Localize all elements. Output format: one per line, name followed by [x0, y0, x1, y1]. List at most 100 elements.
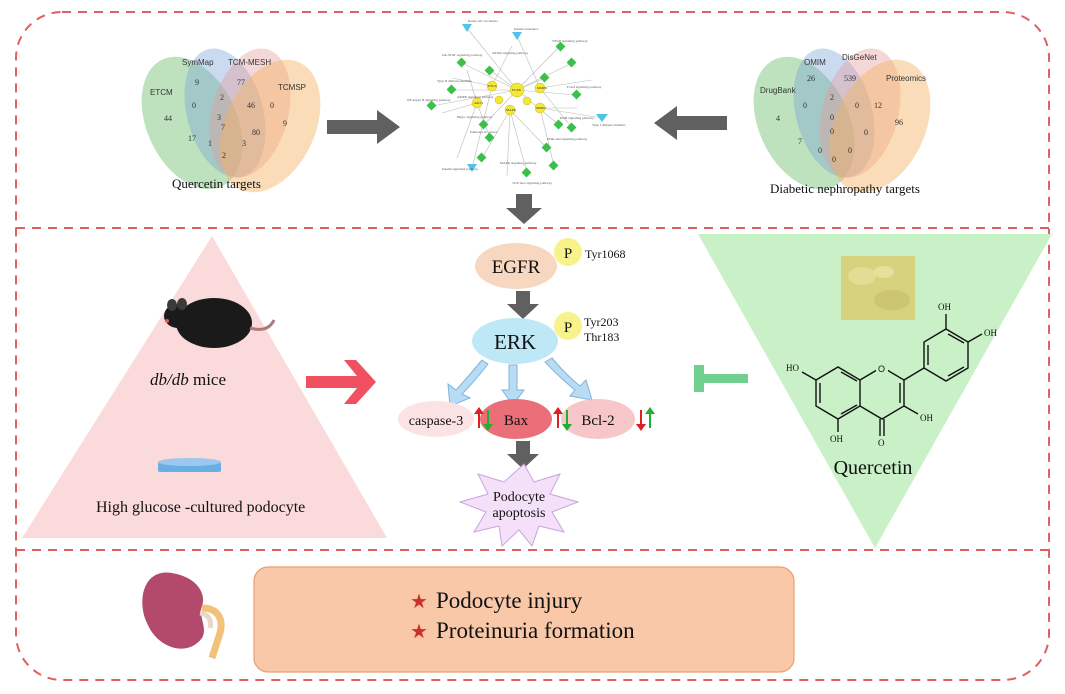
erk-phospho-label: P	[564, 320, 572, 336]
venn-count: 44	[164, 114, 172, 123]
venn-count: 0	[192, 101, 196, 110]
venn-count: 0	[848, 146, 852, 155]
venn-count: 77	[237, 78, 245, 87]
venn-set-label: DisGeNet	[842, 53, 877, 62]
dn-targets-caption: Diabetic nephropathy targets	[770, 181, 920, 196]
bax-node	[480, 399, 552, 439]
venn-set-label: ETCM	[150, 88, 173, 97]
graphical-abstract: ETCM SymMap TCM-MESH TCMSP 9 77 44 0 2 4…	[15, 11, 1052, 681]
ring-oxygen: O	[878, 364, 885, 374]
hub-node-label: AKT1	[474, 101, 483, 105]
erk-phospho-node	[554, 312, 582, 340]
apoptosis-label: Podocyte	[493, 490, 545, 505]
pathway-label: Renal cell carcinoma	[468, 19, 498, 23]
venn-set-label: DrugBank	[760, 86, 797, 95]
hub-node-label: MMP9	[537, 86, 547, 90]
caspase3-node	[398, 401, 474, 437]
egfr-label: EGFR	[492, 257, 541, 278]
podocyte-label: High glucose -cultured podocyte	[96, 499, 305, 516]
venn-set-label: SymMap	[182, 58, 214, 67]
quercetin-powder-image	[841, 256, 915, 320]
egfr-phospho-node	[554, 238, 582, 266]
pathway-label: NF-kappa B signaling pathway	[407, 98, 451, 102]
pathway-label: AMPK signaling pathway	[457, 95, 494, 99]
outcome-box	[253, 566, 795, 673]
venn-count: 7	[221, 123, 225, 132]
pathway-label: Type I diabetes mellitus	[592, 123, 626, 127]
change-arrows	[474, 407, 655, 431]
hydroxyl-label: OH	[938, 302, 951, 312]
venn-count: 46	[247, 101, 255, 110]
erk-node	[472, 318, 558, 364]
star-icon: ★	[410, 621, 428, 643]
venn-count: 539	[844, 74, 856, 83]
hub-node-label: MMP2	[536, 106, 546, 110]
dn-venn-diagram: DrugBank OMIM DisGeNet Proteomics 26 539…	[753, 48, 931, 196]
star-icon: ★	[410, 591, 428, 613]
quercetin-name-label: Quercetin	[834, 457, 913, 479]
venn-count: 96	[895, 118, 903, 127]
venn-count: 0	[270, 101, 274, 110]
outcome-injury: Podocyte injury	[436, 588, 583, 613]
venn-set-label: Proteomics	[886, 74, 926, 83]
venn-count: 7	[798, 137, 802, 146]
erk-label: ERK	[494, 330, 536, 354]
venn-count: 17	[188, 134, 196, 143]
mouse-image	[164, 298, 276, 348]
pathway-label: TGF-beta signaling pathway	[512, 181, 552, 185]
hydroxyl-label: HO	[786, 363, 799, 373]
hydroxyl-label: OH	[920, 413, 933, 423]
venn-count: 9	[195, 78, 199, 87]
outcome-proteinuria: Proteinuria formation	[436, 618, 635, 643]
pathway-label: Pathways in cancer	[470, 130, 498, 134]
venn-count: 9	[283, 119, 287, 128]
db-db-mice-label: db/db mice	[150, 370, 226, 389]
venn-count: 2	[220, 93, 224, 102]
erk-site-label: Thr183	[584, 330, 619, 344]
arrow-from-dn-venn	[654, 106, 727, 140]
pathway-label: ErbB signaling pathway	[560, 116, 594, 120]
bcl2-label: Bcl-2	[581, 413, 614, 429]
caspase3-label: caspase-3	[409, 414, 463, 429]
venn-count: 0	[830, 127, 834, 136]
model-triangle	[22, 236, 387, 538]
outer-dashed-border	[15, 11, 1050, 681]
pathway-label: Jak-STAT signaling pathway	[442, 53, 483, 57]
kidney-icon	[142, 572, 225, 660]
pathway-label: PI3K-Akt signaling pathway	[547, 137, 587, 141]
venn-count: 2	[830, 93, 834, 102]
venn-count: 0	[830, 113, 834, 122]
bax-label: Bax	[504, 413, 529, 429]
venn-count: 0	[855, 101, 859, 110]
pathway-label: Type II diabetes mellitus	[437, 79, 472, 83]
pathway-label: Insulin signaling pathway	[442, 167, 478, 171]
venn-count: 80	[252, 128, 260, 137]
quercetin-targets-caption: Quercetin targets	[172, 176, 261, 191]
pathway-label: MAPK signaling pathway	[500, 161, 537, 165]
hub-node-label: EGFR	[512, 88, 522, 92]
egfr-site-label: Tyr1068	[585, 247, 626, 261]
erk-site-label: Tyr203	[584, 315, 619, 329]
arrow-to-network	[327, 110, 400, 144]
venn-set-label: TCMSP	[278, 83, 306, 92]
hub-node-label: PTGS	[488, 84, 497, 88]
hub-node-label: MAPK	[506, 108, 517, 112]
inhibition-symbol	[694, 365, 748, 392]
quercetin-venn-diagram: ETCM SymMap TCM-MESH TCMSP 9 77 44 0 2 4…	[141, 48, 321, 193]
venn-count: 0	[864, 128, 868, 137]
carbonyl-oxygen: O	[878, 438, 885, 448]
pathway-label: Hippo signaling pathway	[457, 115, 492, 119]
arrow-network-down	[506, 194, 542, 224]
petri-dish-icon	[158, 458, 221, 472]
pathway-label: Insulin resistance	[514, 27, 539, 31]
venn-set-label: TCM-MESH	[228, 58, 271, 67]
venn-set-label: OMIM	[804, 58, 826, 67]
egfr-node	[475, 243, 557, 289]
venn-count: 26	[807, 74, 815, 83]
bcl2-node	[561, 399, 635, 439]
venn-count: 0	[818, 146, 822, 155]
venn-count: 2	[222, 151, 226, 160]
venn-count: 1	[208, 139, 212, 148]
venn-count: 0	[832, 155, 836, 164]
venn-count: 4	[776, 114, 780, 123]
